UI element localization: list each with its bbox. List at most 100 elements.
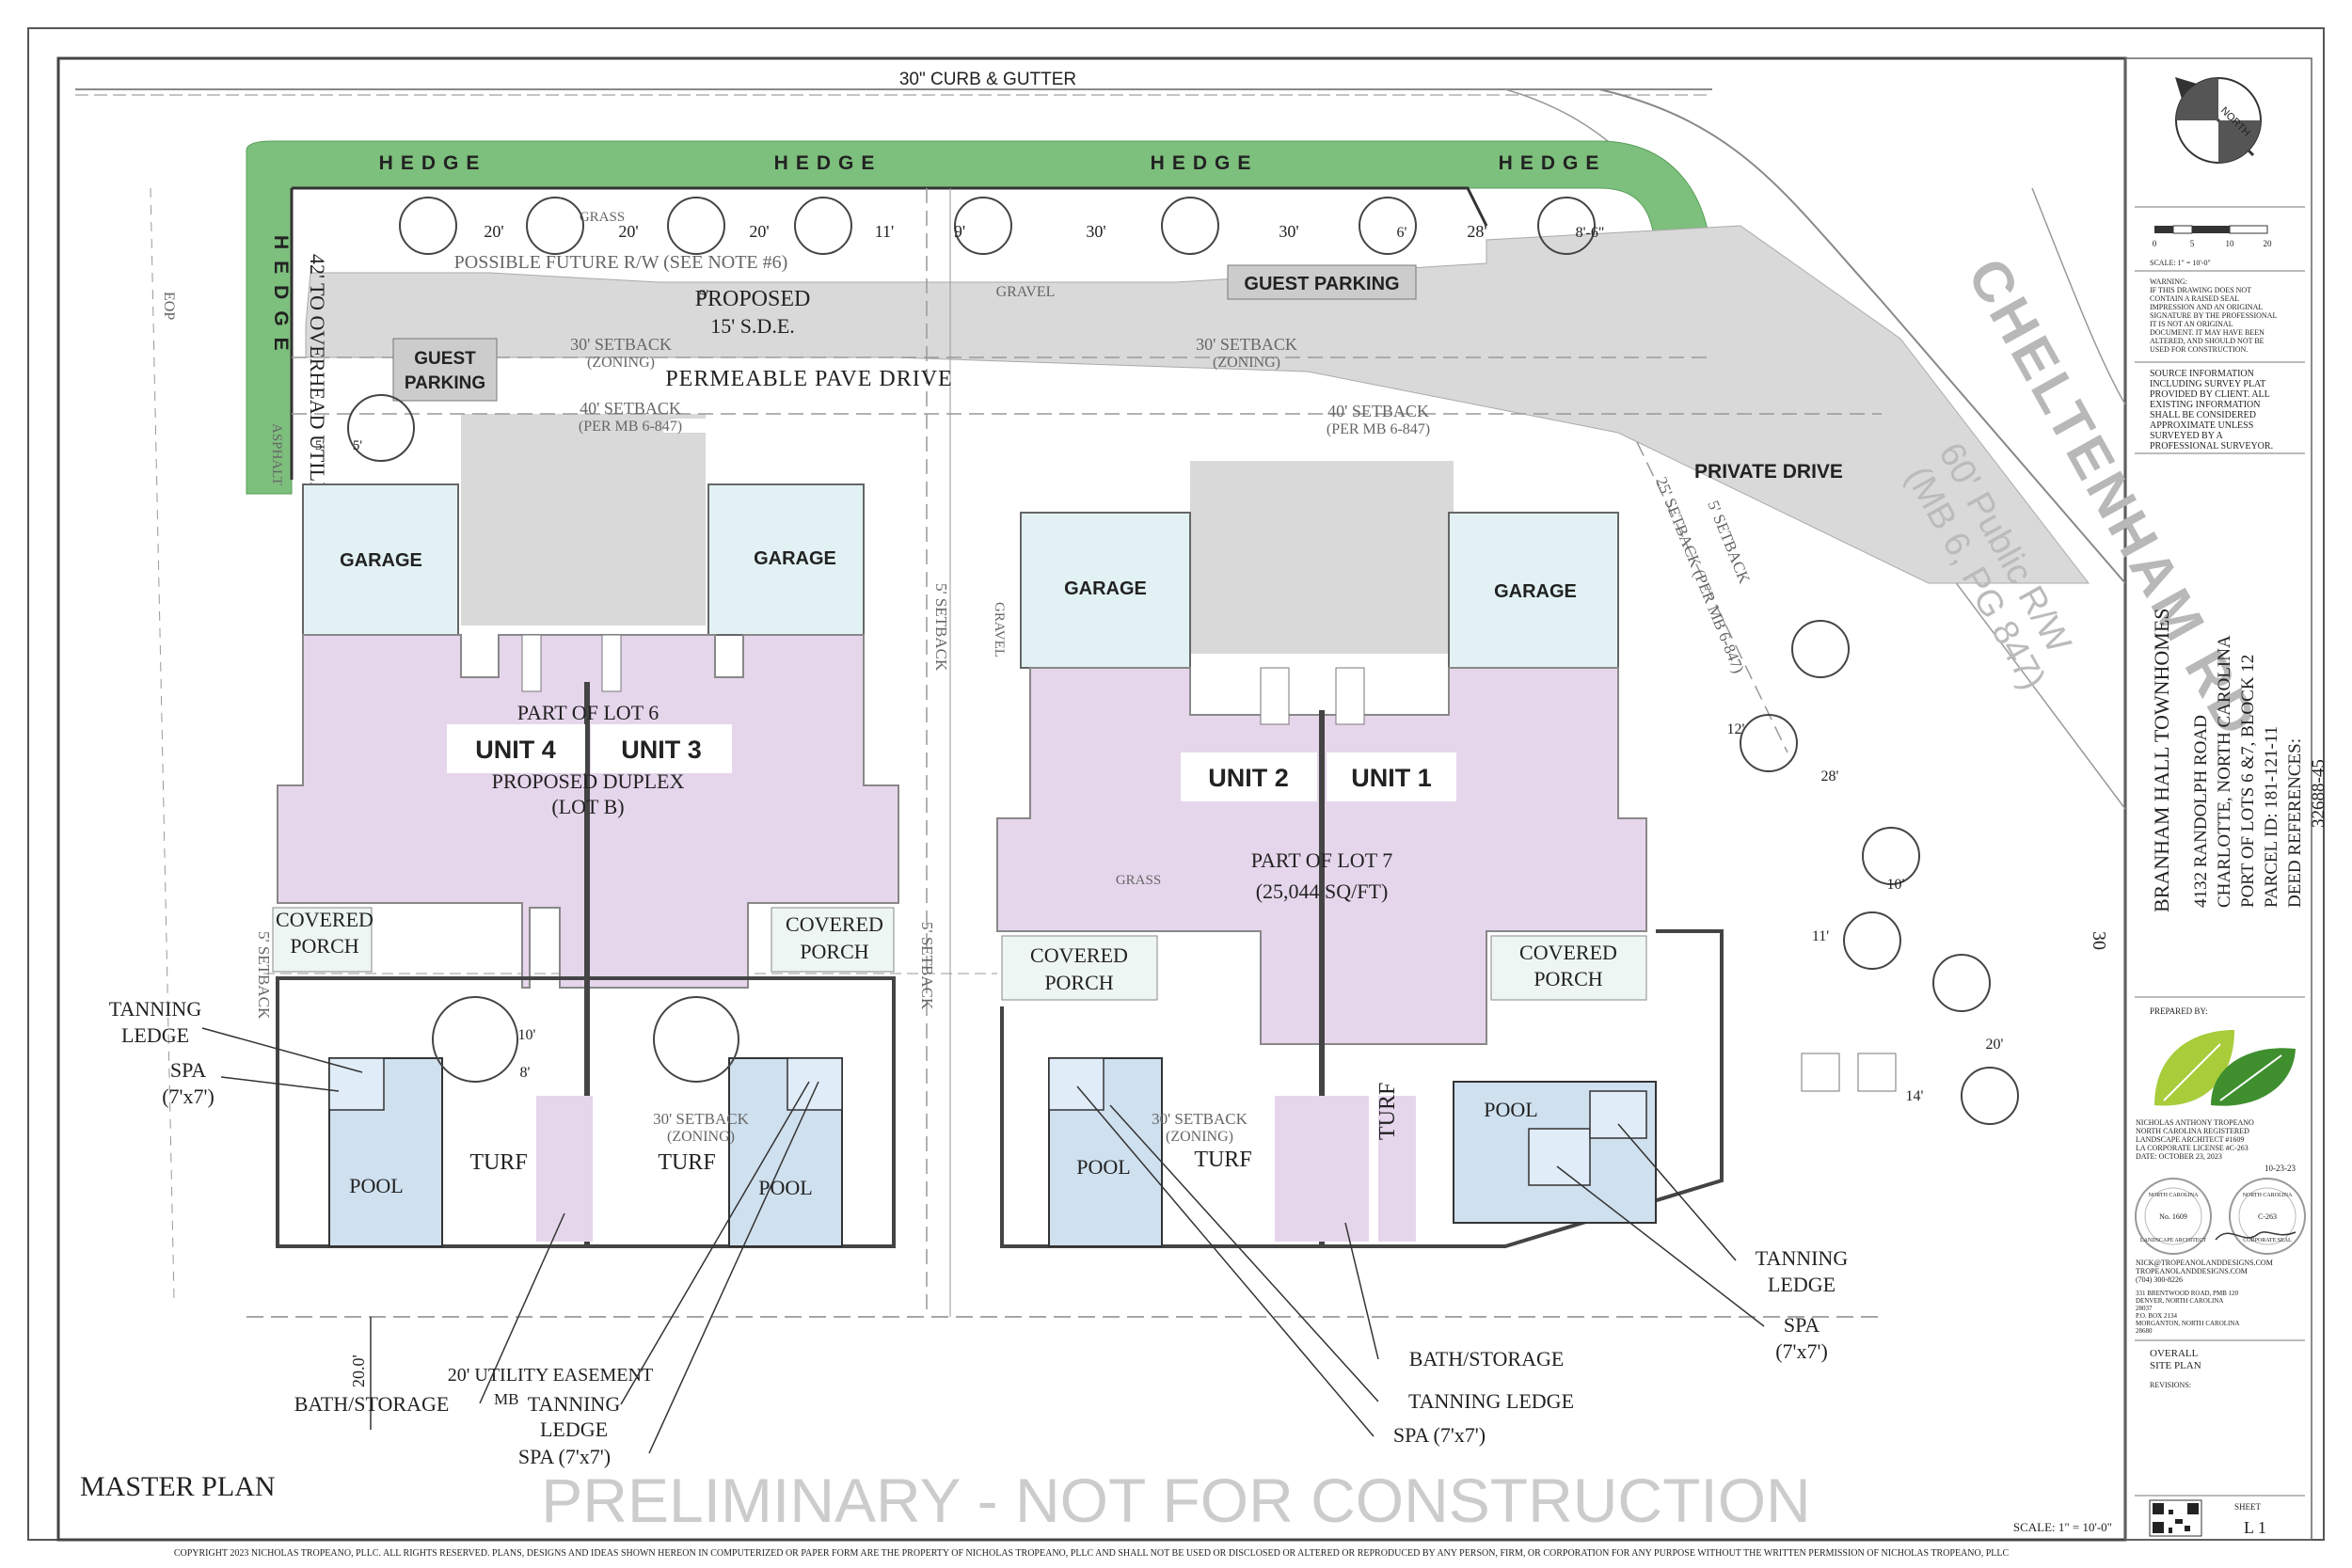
svg-text:PROVIDED BY CLIENT. ALL: PROVIDED BY CLIENT. ALL [2150, 389, 2270, 400]
svg-text:(704) 300-8226: (704) 300-8226 [2136, 1275, 2183, 1284]
sheet-number: L 1 [2244, 1518, 2266, 1537]
dim-10: 10' [518, 1027, 536, 1043]
svg-text:WARNING:: WARNING: [2150, 277, 2187, 286]
setback-5-lower: 5' SETBACK [918, 922, 936, 1010]
guest-parking-left [392, 338, 498, 402]
svg-text:LANDSCAPE ARCHITECT: LANDSCAPE ARCHITECT [2140, 1238, 2207, 1243]
curb-label: 30" CURB & GUTTER [899, 70, 1076, 89]
svg-text:USED FOR CONSTRUCTION.: USED FOR CONSTRUCTION. [2150, 345, 2248, 354]
porch1-porch: PORCH [1534, 967, 1602, 990]
property-line [292, 186, 1488, 227]
unit4-badge [447, 724, 585, 773]
hedge-label-3: HEDGE [1151, 152, 1259, 174]
scale-note: SCALE: 1" = 10'-0" [2013, 1520, 2112, 1534]
source-block: SOURCE INFORMATION INCLUDING SURVEY PLAT… [2150, 369, 2273, 451]
dim-5: 30' [1086, 222, 1105, 241]
covered-porch-unit2 [1001, 935, 1158, 1001]
zoning-right: (ZONING) [1213, 355, 1280, 371]
svg-text:No. 1609: No. 1609 [2159, 1212, 2187, 1221]
porch2-covered: COVERED [1030, 943, 1128, 967]
callout-ledge-right: LEDGE [1768, 1273, 1836, 1296]
qr-code [2149, 1499, 2202, 1537]
dim-11: 8' [520, 1065, 531, 1081]
covered-porch-unit1 [1490, 935, 1647, 1001]
unit1-badge [1327, 752, 1456, 801]
pool-label-4: POOL [349, 1174, 403, 1197]
porch2-porch: PORCH [1044, 971, 1113, 994]
gravel-top: GRAVEL [996, 284, 1056, 300]
svg-text:SURVEYED BY A: SURVEYED BY A [2150, 431, 2224, 441]
unit1-label: UNIT 1 [1351, 764, 1432, 792]
setback-40-left: 40' SETBACK [580, 399, 681, 418]
porch4-covered: COVERED [276, 908, 373, 931]
future-rw-label: POSSIBLE FUTURE R/W (SEE NOTE #6) [454, 252, 788, 273]
permeable-drive [305, 225, 2090, 584]
zoning-left: (ZONING) [587, 355, 655, 371]
setback-5-left: 5' SETBACK [255, 931, 273, 1020]
grass-top: GRASS [580, 210, 625, 225]
svg-text:CORPORATE SEAL: CORPORATE SEAL [2243, 1238, 2292, 1243]
lot6-line2: PROPOSED DUPLEX [492, 769, 685, 793]
designer-logo [2154, 1030, 2296, 1106]
svg-text:ALTERED, AND SHOULD NOT BE: ALTERED, AND SHOULD NOT BE [2150, 337, 2265, 345]
callout-tanning-left: TANNING [109, 997, 202, 1021]
svg-text:MORGANTON, NORTH CAROLINA: MORGANTON, NORTH CAROLINA [2136, 1320, 2239, 1327]
title-block [2124, 57, 2312, 1541]
garage-unit4 [302, 483, 459, 636]
dim-16: 12' [1727, 721, 1745, 737]
permeable-drive-label: PERMEABLE PAVE DRIVE [665, 367, 952, 391]
svg-text:IF THIS DRAWING DOES NOT: IF THIS DRAWING DOES NOT [2150, 286, 2251, 294]
dim-8: 6' [1397, 225, 1407, 241]
lot7-line2: (25,044 SQ/FT) [1256, 879, 1389, 903]
garage-unit1 [1448, 512, 1619, 669]
setback-5-mid: 5' SETBACK [932, 583, 950, 672]
eop-label: EOP [161, 292, 177, 320]
dim-14: 28' [1821, 768, 1839, 784]
svg-text:DENVER, NORTH CAROLINA: DENVER, NORTH CAROLINA [2136, 1297, 2224, 1305]
guest-parking-top [1227, 264, 1417, 300]
dim-1: 20' [618, 222, 638, 241]
copyright: COPYRIGHT 2023 NICHOLAS TROPEANO, PLLC. … [174, 1548, 2010, 1559]
turf-label-1: TURF [1375, 1083, 1400, 1140]
porch3-porch: PORCH [800, 940, 868, 963]
tanning-ledge-right: TANNING LEDGE [1408, 1389, 1574, 1413]
dim-6: 30' [1279, 222, 1298, 241]
svg-text:TROPEANOLANDDESIGNS.COM: TROPEANOLANDDESIGNS.COM [2136, 1267, 2248, 1275]
scale-bar: 0 5 10 20 [2153, 225, 2272, 248]
guest-label: GUEST [414, 349, 476, 369]
tanning-bottom: TANNING [528, 1392, 621, 1416]
svg-text:PORT OF LOTS 6 &7, BLOCK 12: PORT OF LOTS 6 &7, BLOCK 12 [2238, 655, 2258, 908]
setback-30-right: 30' SETBACK [1196, 335, 1297, 354]
trees [347, 197, 2019, 1125]
svg-text:DOCUMENT. IT MAY HAVE BEEN: DOCUMENT. IT MAY HAVE BEEN [2150, 328, 2265, 337]
dim-0: 20' [484, 222, 503, 241]
mb-label: MB [494, 1390, 518, 1408]
plan-title: MASTER PLAN [80, 1471, 276, 1502]
svg-text:28680: 28680 [2136, 1327, 2153, 1335]
sheet-title-1: OVERALL [2150, 1348, 2199, 1359]
porch1-covered: COVERED [1519, 941, 1617, 964]
unit4-label: UNIT 4 [475, 736, 556, 764]
sheet-label: SHEET [2234, 1502, 2262, 1512]
svg-text:PARCEL ID: 181-121-11: PARCEL ID: 181-121-11 [2262, 726, 2281, 908]
seal-right: NORTH CAROLINA C-263 CORPORATE SEAL [2229, 1178, 2306, 1255]
hedge-label-2: HEDGE [774, 152, 882, 174]
dim-15: 10' [1887, 877, 1905, 893]
garage-unit2 [1020, 512, 1191, 669]
callout-spasize-right: (7'x7') [1775, 1339, 1828, 1363]
watermark: PRELIMINARY - NOT FOR CONSTRUCTION [541, 1465, 1810, 1535]
private-drive-label: PRIVATE DRIVE [1694, 461, 1843, 483]
hedge [246, 140, 1713, 495]
grass-mid: GRASS [1116, 873, 1161, 888]
dim-13: 20' [1986, 1037, 2004, 1053]
permb-left: (PER MB 6-847) [579, 419, 682, 435]
north-arrow: NORTH [2175, 77, 2262, 164]
contact-info: NICK@TROPEANOLANDDESIGNS.COM TROPEANOLAN… [2136, 1259, 2273, 1335]
dim-4: 9' [954, 222, 965, 241]
callout-spa-right: SPA [1784, 1313, 1820, 1337]
svg-text:IT IS NOT AN ORIGINAL: IT IS NOT AN ORIGINAL [2150, 320, 2233, 328]
prepared-by: PREPARED BY: [2150, 1006, 2208, 1016]
dim-12: 14' [1906, 1088, 1924, 1104]
svg-text:PROFESSIONAL SURVEYOR.: PROFESSIONAL SURVEYOR. [2150, 441, 2273, 451]
